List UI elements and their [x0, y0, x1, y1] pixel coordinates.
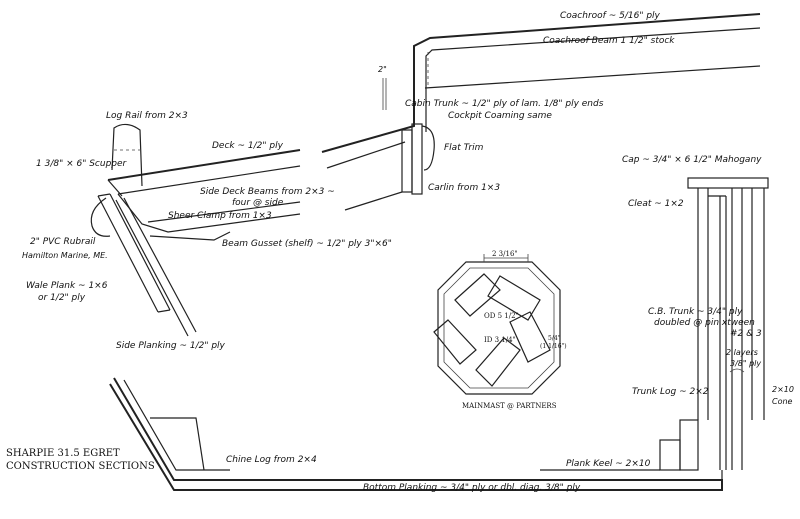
label-cone-2: Cone	[772, 397, 793, 406]
cb-trunk-section	[540, 177, 769, 480]
label-coachroof: Coachroof ~ 5/16" ply	[560, 11, 661, 21]
label-cb-trunk-1: C.B. Trunk ~ 3/4" ply	[648, 307, 743, 317]
label-rubrail-1: 2" PVC Rubrail	[30, 237, 96, 247]
label-flat-trim: Flat Trim	[444, 143, 484, 153]
mainmast-section	[433, 254, 561, 395]
hull-bottom-section	[109, 377, 723, 491]
label-scupper: 1 3/8" × 6" Scupper	[36, 159, 128, 169]
label-side-deck-beams-2: four @ side	[232, 198, 284, 208]
label-side-deck-beams-1: Side Deck Beams from 2×3 ~	[200, 187, 335, 197]
mast-od: OD 5 1/2"	[484, 312, 519, 320]
mast-side-dim-2: (1 1/16")	[540, 343, 567, 350]
label-coachroof-beam: Coachroof Beam 1 1/2" stock	[543, 36, 675, 46]
label-wale-plank-1: Wale Plank ~ 1×6	[26, 281, 108, 291]
label-cb-trunk-3: #2 & 3	[730, 329, 762, 339]
cabin-trunk-section	[321, 13, 761, 211]
mast-caption: MAINMAST @ PARTNERS	[462, 402, 557, 410]
label-chine-log: Chine Log from 2×4	[226, 455, 317, 465]
label-rubrail-2: Hamilton Marine, ME.	[22, 251, 108, 260]
mast-top-dim: 2 3/16"	[492, 250, 518, 258]
label-two-layers-1: 2 layers	[726, 348, 758, 357]
label-cb-trunk-2: doubled @ pin xtween	[654, 318, 755, 328]
mast-id: ID 3 1/4"	[484, 336, 516, 344]
hull-side-section	[90, 123, 301, 337]
label-wale-plank-2: or 1/2" ply	[38, 293, 86, 303]
label-trunk-log: Trunk Log ~ 2×2	[632, 387, 709, 397]
label-dim-2: 2"	[378, 65, 387, 74]
label-cone-1: 2×10	[772, 385, 794, 394]
label-bottom-planking: Bottom Planking ~ 3/4" ply or dbl. diag.…	[363, 483, 581, 493]
title-line-2: CONSTRUCTION SECTIONS	[6, 461, 155, 472]
annotations: Coachroof ~ 5/16" ply Coachroof Beam 1 1…	[6, 11, 794, 493]
label-carlin: Carlin from 1×3	[428, 183, 500, 193]
label-cleat: Cleat ~ 1×2	[628, 199, 684, 209]
label-cockpit-coaming: Cockpit Coaming same	[448, 111, 552, 121]
label-cap: Cap ~ 3/4" × 6 1/2" Mahogany	[622, 155, 762, 165]
label-cabin-trunk: Cabin Trunk ~ 1/2" ply of lam. 1/8" ply …	[405, 99, 604, 109]
label-side-planking: Side Planking ~ 1/2" ply	[116, 341, 226, 351]
mast-side-dim-1: 5/4"	[548, 335, 561, 342]
label-sheer-clamp: Sheer Clamp from 1×3	[168, 211, 272, 221]
label-deck: Deck ~ 1/2" ply	[212, 141, 284, 151]
title-line-1: SHARPIE 31.5 EGRET	[6, 448, 120, 459]
label-two-layers-2: 3/8" ply	[730, 359, 761, 368]
label-log-rail: Log Rail from 2×3	[106, 111, 188, 121]
label-plank-keel: Plank Keel ~ 2×10	[566, 459, 651, 469]
label-beam-gusset: Beam Gusset (shelf) ~ 1/2" ply 3"×6"	[222, 239, 392, 249]
